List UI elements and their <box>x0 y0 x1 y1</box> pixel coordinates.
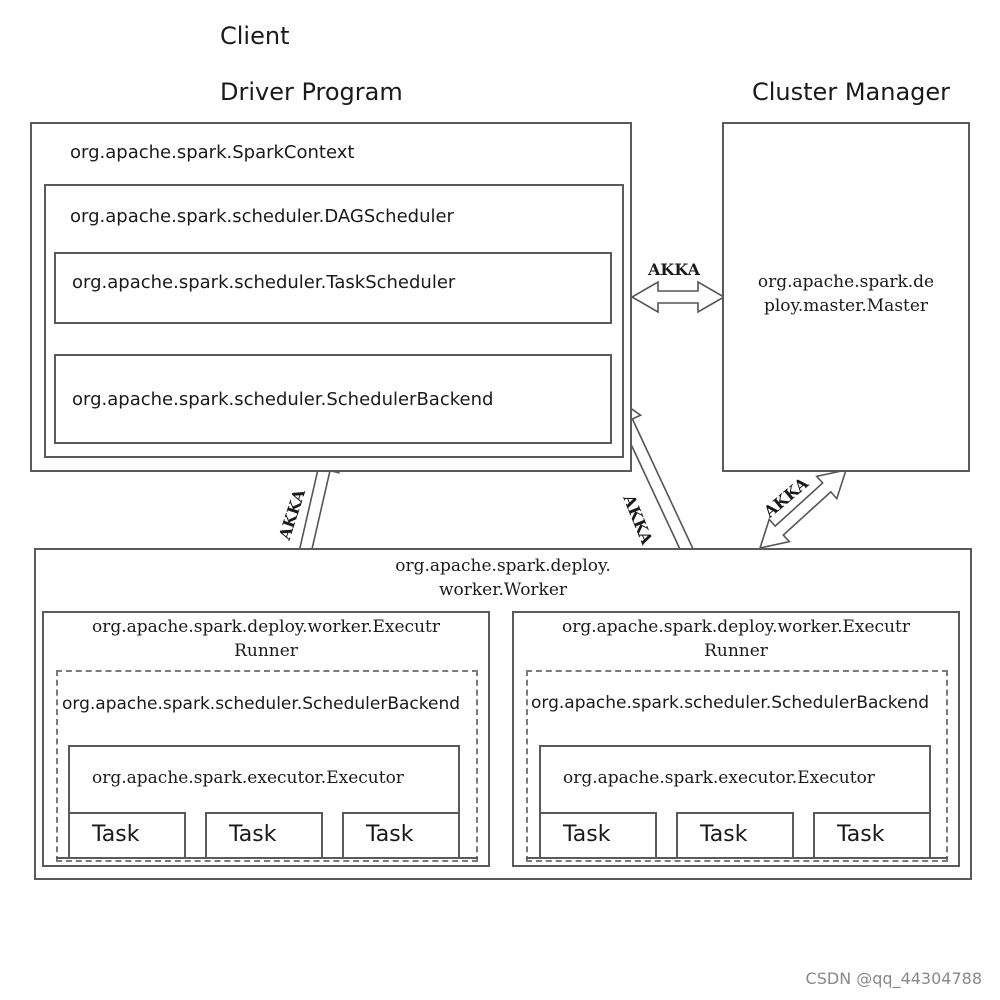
master-label-line2: ploy.master.Master <box>763 296 929 316</box>
task-box: Task <box>813 812 931 857</box>
driver-scheduler-backend-label: org.apache.spark.scheduler.SchedulerBack… <box>72 389 494 410</box>
task-scheduler-label: org.apache.spark.scheduler.TaskScheduler <box>72 272 456 293</box>
executor-runner-label-right-line1: org.apache.spark.deploy.worker.Executr <box>562 617 910 637</box>
task-box: Task <box>68 812 186 857</box>
worker-label-line2: worker.Worker <box>438 580 568 600</box>
task-label: Task <box>366 822 414 847</box>
executor-label-right: org.apache.spark.executor.Executor <box>563 768 875 788</box>
task-label: Task <box>563 822 611 847</box>
executor-runner-label-left-line2: Runner <box>234 641 298 661</box>
worker-label-line1: org.apache.spark.deploy. <box>395 556 611 576</box>
task-baseline-right <box>526 857 948 859</box>
master-label-line1: org.apache.spark.de <box>757 272 935 292</box>
driver-scheduler-backend-box <box>54 354 612 444</box>
task-baseline-left <box>56 857 478 859</box>
client-heading: Client <box>220 22 290 50</box>
task-scheduler-box <box>54 252 612 324</box>
task-label: Task <box>92 822 140 847</box>
akka-arrow-driver-master <box>630 280 726 314</box>
executor-runner-label-right-line2: Runner <box>704 641 768 661</box>
task-box: Task <box>539 812 657 857</box>
task-label: Task <box>700 822 748 847</box>
driver-program-heading: Driver Program <box>220 78 403 106</box>
watermark-text: CSDN @qq_44304788 <box>805 969 982 988</box>
executor-label-left: org.apache.spark.executor.Executor <box>92 768 404 788</box>
task-box: Task <box>205 812 323 857</box>
executor-scheduler-backend-label-right: org.apache.spark.scheduler.SchedulerBack… <box>531 693 930 713</box>
spark-context-label: org.apache.spark.SparkContext <box>70 142 355 163</box>
task-box: Task <box>342 812 460 857</box>
akka-label-driver-master: AKKA <box>648 260 700 279</box>
executor-backend-dashed-box-right <box>526 670 948 862</box>
executor-runner-label-left-line1: org.apache.spark.deploy.worker.Executr <box>92 617 440 637</box>
executor-backend-dashed-box-left <box>56 670 478 862</box>
task-label: Task <box>837 822 885 847</box>
task-label: Task <box>229 822 277 847</box>
cluster-manager-heading: Cluster Manager <box>752 78 951 106</box>
cluster-manager-box <box>722 122 970 472</box>
task-box: Task <box>676 812 794 857</box>
executor-scheduler-backend-label-left: org.apache.spark.scheduler.SchedulerBack… <box>62 694 461 714</box>
dag-scheduler-label: org.apache.spark.scheduler.DAGScheduler <box>70 206 454 227</box>
